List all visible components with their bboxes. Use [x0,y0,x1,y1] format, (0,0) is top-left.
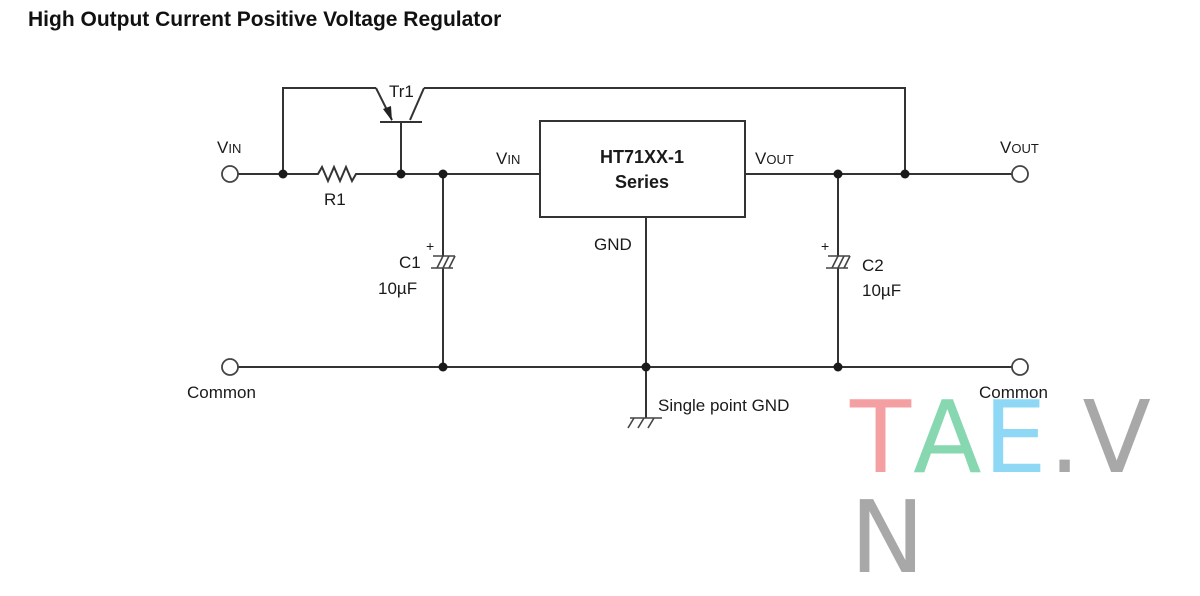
c2-value-label: 10µF [862,281,901,300]
junction-dot [396,169,406,179]
single-point-gnd-label: Single point GND [658,396,789,415]
c1-polarity: + [426,238,434,254]
terminal-vin-label: VIN [217,138,241,157]
watermark-letter: A [913,379,984,496]
ic-gnd-label: GND [594,235,632,254]
junction-dot [438,362,448,372]
diagram-title: High Output Current Positive Voltage Reg… [28,8,502,31]
terminal-vout [1011,165,1029,183]
circuit-schematic: VIN VOUT VIN VOUT HT71XX-1 Series GND Tr… [187,82,1048,429]
ic-part-number: HT71XX-1 [600,147,684,167]
ic-series-label: Series [615,172,669,192]
watermark-letter: . [1048,379,1083,496]
c2-ref-label: C2 [862,256,884,275]
junction-dot [833,169,843,179]
watermark-letter: E [983,379,1049,496]
watermark-letter: T [850,379,914,496]
watermark-logo: TAE.VN [850,388,1200,588]
capacitor-c2-symbol [826,255,851,269]
wire-top-left [282,87,376,174]
ic-box [539,120,746,218]
common-left-label: Common [187,383,256,402]
junction-dot [438,169,448,179]
watermark-letter: N [850,479,927,596]
c2-polarity: + [821,238,829,254]
terminal-vin [221,165,239,183]
junction-dot [833,362,843,372]
terminal-common-left [221,358,239,376]
c1-ref-label: C1 [399,253,421,272]
ground-icon [627,417,662,429]
terminal-common-right [1011,358,1029,376]
junction-dot [278,169,288,179]
terminal-vout-label: VOUT [1000,138,1039,157]
resistor-r1-label: R1 [324,190,346,209]
c1-value-label: 10µF [378,279,417,298]
junction-dot [900,169,910,179]
capacitor-c1-symbol [431,255,456,269]
transistor-tr1-label: Tr1 [389,82,414,101]
watermark-letter: V [1082,379,1153,496]
ic-pin-vout-label: VOUT [755,149,794,168]
transistor-arrow-icon [383,106,392,121]
transistor-collector [409,87,425,121]
junction-dot [641,362,651,372]
ic-pin-vin-label: VIN [496,149,520,168]
wire-top-right [424,87,906,174]
resistor-r1 [313,164,362,184]
common-right-label: Common [979,383,1048,402]
